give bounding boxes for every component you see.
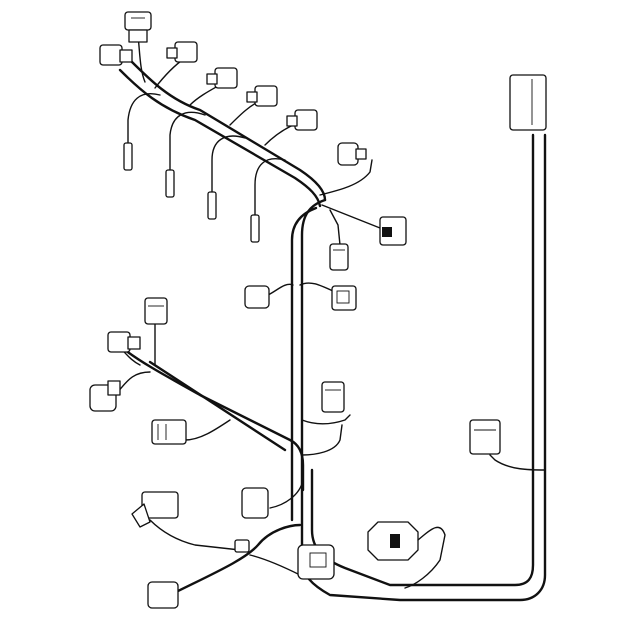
connector-center-lower [241, 487, 269, 519]
connector-bottom-1 [131, 491, 179, 528]
connector-top-6 [286, 109, 318, 131]
bottom-4-lead [404, 526, 446, 589]
connector-right-1 [379, 216, 407, 246]
middle-connectors [89, 285, 357, 519]
connector-left-4 [151, 419, 187, 445]
temp-sensor-3 [207, 191, 217, 220]
connector-right-lower [469, 419, 501, 455]
connector-bottom-4 [367, 521, 419, 561]
bottom-connectors [131, 491, 446, 609]
splice-junction [234, 539, 250, 553]
right-connectors [469, 74, 547, 455]
connector-mid-left [244, 285, 270, 309]
temperature-sensors [123, 142, 260, 243]
connector-top-7 [337, 142, 367, 166]
lower-left-trunk [123, 348, 305, 492]
connector-bottom-3 [297, 544, 335, 580]
connector-mid-right [331, 285, 357, 311]
connector-top-2 [99, 44, 133, 66]
sensor-branches [127, 34, 381, 246]
temp-sensor-4 [250, 214, 260, 243]
connector-left-3 [89, 380, 121, 412]
bottom-branch [149, 519, 302, 597]
connector-bottom-2 [147, 581, 179, 609]
connector-right-top [509, 74, 547, 131]
main-trunk [118, 58, 547, 602]
connector-top-5 [246, 85, 278, 107]
connector-left-2 [107, 331, 141, 353]
top-connectors [99, 11, 407, 271]
temp-sensor-1 [123, 142, 133, 171]
connector-right-2 [329, 243, 349, 271]
connector-top-1 [124, 11, 152, 43]
connector-mid-lower [321, 381, 345, 413]
connector-top-3 [166, 41, 198, 63]
temp-sensor-2 [165, 169, 175, 198]
connector-top-4 [206, 67, 238, 89]
connector-left-1 [144, 297, 168, 325]
